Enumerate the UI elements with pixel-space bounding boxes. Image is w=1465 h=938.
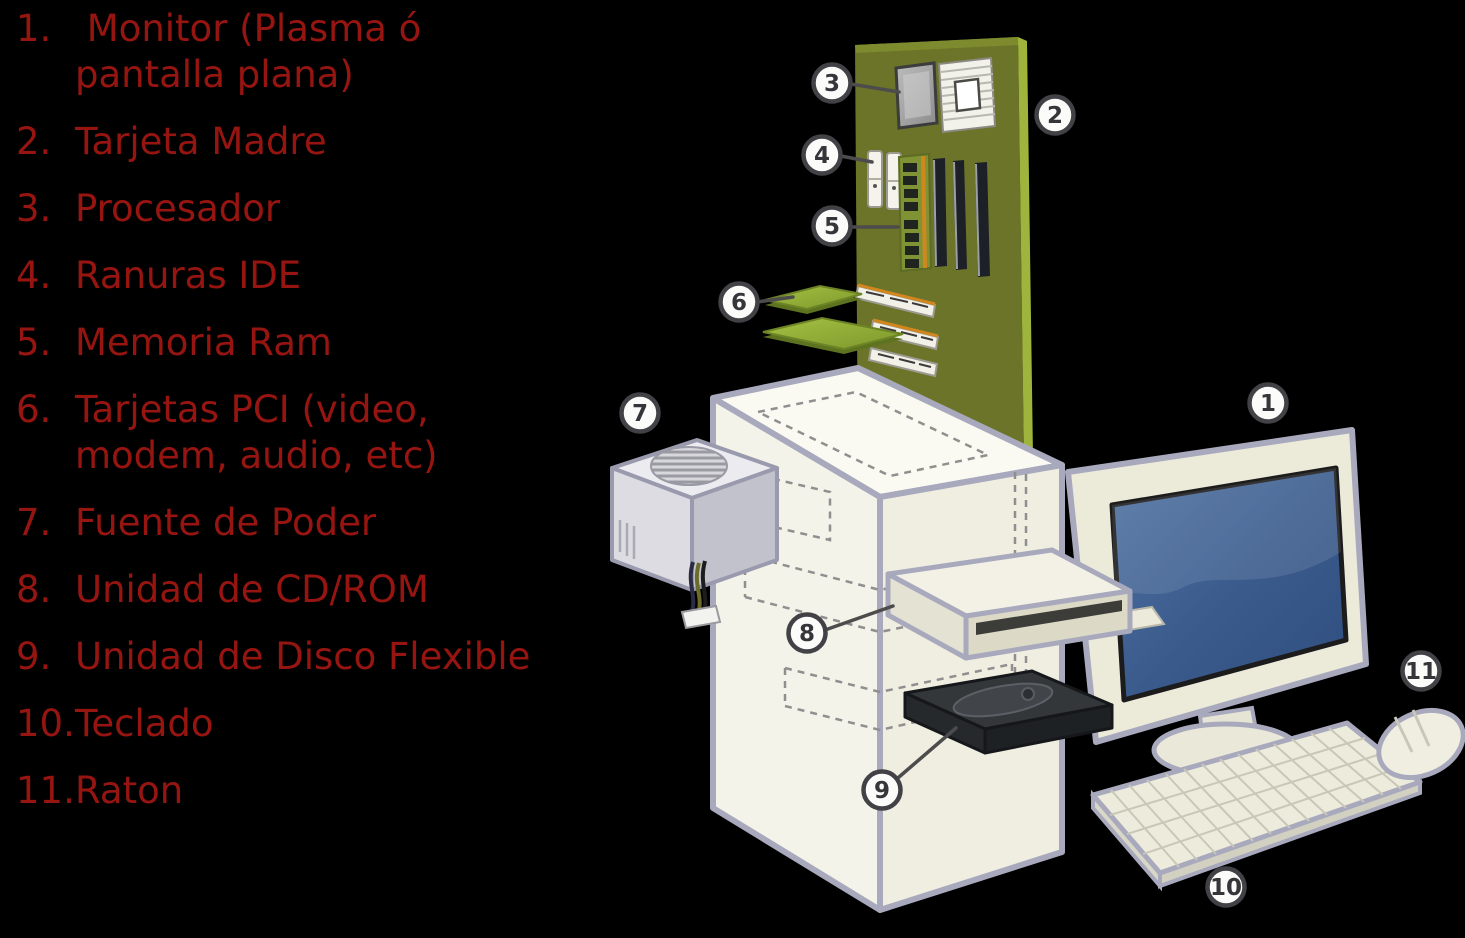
svg-text:5: 5 [824,214,840,240]
item-number: 4. [16,254,52,297]
svg-text:10: 10 [1210,875,1242,901]
callout-8: 8 [786,612,828,654]
expansion-slots [854,158,990,378]
svg-text:1: 1 [1260,391,1276,417]
ram-module [897,152,933,273]
svg-text:11: 11 [1405,659,1437,685]
item-label: Unidad de CD/ROM [75,568,429,611]
list-item: 10.Teclado [16,701,540,747]
floppy-drive [903,669,1114,755]
ide-slots [867,150,902,210]
svg-text:4: 4 [814,143,830,169]
svg-text:6: 6 [731,290,747,316]
cdrom-drive [885,547,1166,661]
monitor [1065,427,1369,779]
list-item: 9. Unidad de Disco Flexible [16,634,540,680]
callout-5: 5 [811,205,853,247]
item-label: Monitor (Plasma ó pantalla plana) [75,7,422,96]
callout-1: 1 [1247,382,1289,424]
pci-cards [762,284,904,354]
callout-6: 6 [718,281,760,323]
component-list: 1. Monitor (Plasma ó pantalla plana) 2. T… [16,6,540,835]
item-number: 11. [16,769,75,812]
callout-4: 4 [801,134,843,176]
item-label: Procesador [75,187,281,230]
item-number: 2. [16,120,52,163]
list-item: 2. Tarjeta Madre [16,119,540,165]
item-label: Tarjetas PCI (video, modem, audio, etc) [75,388,438,477]
list-item: 5. Memoria Ram [16,320,540,366]
item-number: 8. [16,568,52,611]
item-number: 5. [16,321,52,364]
item-number: 9. [16,635,52,678]
item-number: 6. [16,388,52,431]
callout-lines [755,82,958,779]
list-item: 11.Raton [16,768,540,814]
item-number: 1. [16,7,52,50]
item-label: Tarjeta Madre [75,120,327,163]
item-label: Memoria Ram [75,321,332,364]
item-label: Teclado [75,702,214,745]
list-item: 1. Monitor (Plasma ó pantalla plana) [16,6,540,98]
svg-text:2: 2 [1047,103,1063,129]
svg-text:8: 8 [799,621,815,647]
cpu-processor [894,56,997,134]
item-number: 3. [16,187,52,230]
list-item: 6. Tarjetas PCI (video, modem, audio, etc… [16,387,540,479]
callout-2: 2 [1034,94,1076,136]
callout-9: 9 [861,769,903,811]
item-label: Ranuras IDE [75,254,302,297]
list-item: 4. Ranuras IDE [16,253,540,299]
item-label: Unidad de Disco Flexible [75,635,531,678]
item-number: 10. [16,702,75,745]
mouse [1376,707,1465,781]
psu-fan [650,446,728,486]
callout-10: 10 [1205,866,1247,908]
power-supply [610,438,779,630]
computer-parts-diagram: 1 2 3 4 5 6 7 8 9 10 11 [610,37,1465,913]
svg-text:3: 3 [824,71,840,97]
item-number: 7. [16,501,52,544]
item-label: Fuente de Poder [75,501,377,544]
item-label: Raton [75,769,184,812]
list-item: 3. Procesador [16,186,540,232]
svg-text:9: 9 [874,778,890,804]
list-item: 7. Fuente de Poder [16,500,540,546]
svg-text:7: 7 [632,401,648,427]
list-item: 8. Unidad de CD/ROM [16,567,540,613]
callout-7: 7 [619,392,661,434]
callout-3: 3 [811,62,853,104]
keyboard [1090,720,1423,892]
callout-11: 11 [1400,650,1442,692]
